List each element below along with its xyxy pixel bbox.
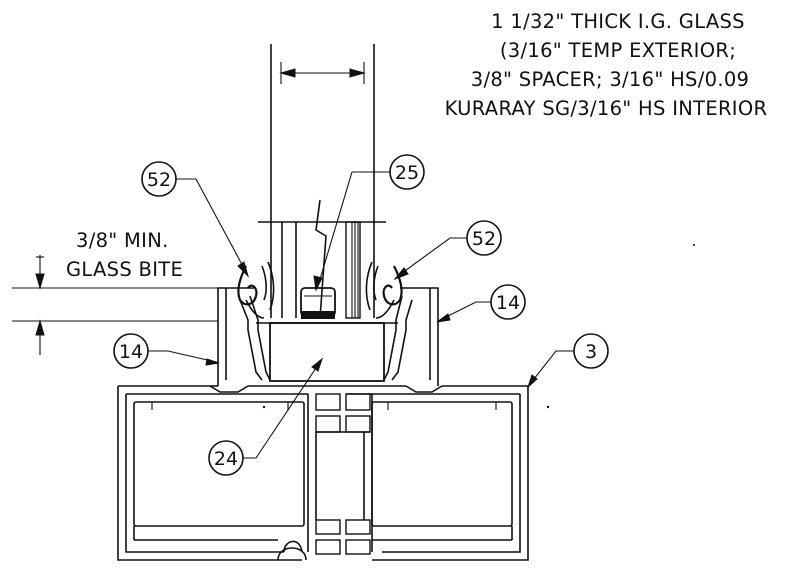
callout-24-label: 24	[214, 448, 238, 470]
glass-note-line-4: KURARAY SG/3/16" HS INTERIOR	[445, 97, 768, 120]
callout-14-left-label: 14	[119, 341, 143, 363]
callout-3: 3	[526, 333, 609, 389]
callout-24: 24	[208, 357, 324, 476]
callout-52-right: 52	[393, 220, 502, 281]
glass-bite-line-1: 3/8" MIN.	[76, 229, 169, 252]
callout-52-left-label: 52	[147, 169, 171, 191]
callout-52-left: 52	[141, 161, 250, 278]
gasket-right	[365, 261, 403, 319]
glass-bite-dimension	[12, 255, 218, 355]
callout-25-label: 25	[395, 162, 419, 184]
glass-bite-line-2: GLASS BITE	[66, 258, 183, 281]
glass-bite-note: 3/8" MIN. GLASS BITE	[66, 229, 183, 281]
callout-25: 25	[313, 154, 425, 292]
glass-note-line-3: 3/8" SPACER; 3/16" HS/0.09	[471, 68, 749, 91]
gasket-left	[237, 261, 275, 319]
callout-52-right-label: 52	[472, 228, 496, 250]
mullion-profile	[117, 385, 529, 561]
callout-14-left: 14	[113, 333, 220, 369]
glass-note-line-2: (3/16" TEMP EXTERIOR;	[500, 39, 736, 62]
setting-block	[300, 287, 336, 319]
thermal-break-strips	[307, 393, 373, 555]
callout-3-label: 3	[585, 341, 597, 363]
callout-14-right-label: 14	[496, 292, 520, 314]
glass-spec-note: 1 1/32" THICK I.G. GLASS (3/16" TEMP EXT…	[445, 10, 768, 120]
glass-note-line-1: 1 1/32" THICK I.G. GLASS	[491, 10, 745, 33]
callout-14-right: 14	[436, 284, 526, 323]
glazing-pocket-frame	[209, 287, 443, 393]
